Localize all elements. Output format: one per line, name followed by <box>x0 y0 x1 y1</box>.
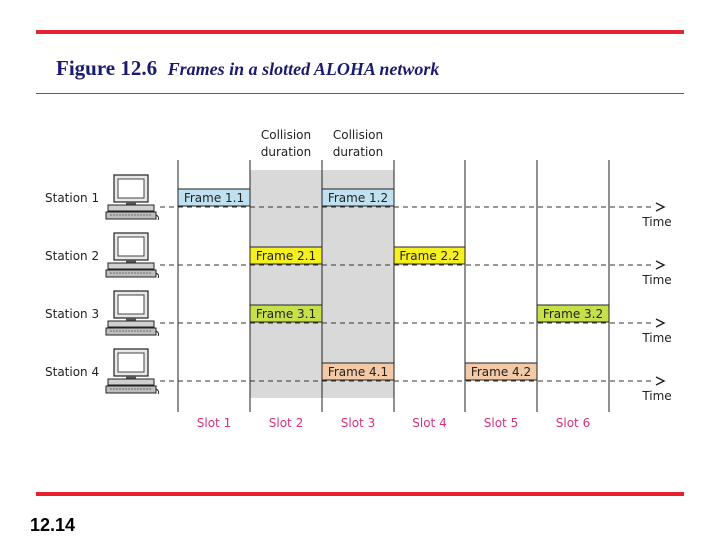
slot-label-1: Slot 1 <box>197 416 231 430</box>
frame-label-3: Frame 2.1 <box>256 249 316 263</box>
figure-label: Figure 12.6 <box>56 56 158 80</box>
collision-label-2-line1: Collision <box>333 128 383 142</box>
frame-box-1 <box>177 188 251 207</box>
collision-shade-1 <box>250 170 322 398</box>
frame-box-5 <box>249 304 323 323</box>
figure-caption: Frames in a slotted ALOHA network <box>167 59 440 79</box>
computer-icon <box>105 290 160 337</box>
slot-label-5: Slot 5 <box>484 416 518 430</box>
title-divider <box>36 93 684 94</box>
collision-shade-2 <box>322 170 394 398</box>
slot-label-2: Slot 2 <box>269 416 303 430</box>
frame-label-8: Frame 4.2 <box>471 365 531 379</box>
collision-label-1-line1: Collision <box>261 128 311 142</box>
frame-box-7 <box>321 362 395 381</box>
frame-label-4: Frame 2.2 <box>399 249 459 263</box>
timeline-arrow-icon <box>655 376 666 386</box>
frame-box-3 <box>249 246 323 265</box>
frame-box-8 <box>464 362 538 381</box>
timeline-arrow-icon <box>655 260 666 270</box>
frame-box-4 <box>393 246 466 265</box>
frame-label-1: Frame 1.1 <box>184 191 244 205</box>
timeline-arrow-icon <box>655 202 666 212</box>
time-label-3: Time <box>641 331 671 345</box>
computer-icon <box>105 174 160 221</box>
station-name-1: Station 1 <box>45 191 99 205</box>
top-accent-bar <box>36 30 684 34</box>
frame-label-6: Frame 3.2 <box>543 307 603 321</box>
time-label-4: Time <box>641 389 671 403</box>
station-name-2: Station 2 <box>45 249 99 263</box>
collision-label-1-line2: duration <box>261 145 312 159</box>
timeline-arrow-icon <box>655 318 666 328</box>
station-name-4: Station 4 <box>45 365 99 379</box>
frame-label-5: Frame 3.1 <box>256 307 316 321</box>
figure-title: Figure 12.6 Frames in a slotted ALOHA ne… <box>56 56 439 81</box>
computer-icon <box>105 348 160 395</box>
station-name-3: Station 3 <box>45 307 99 321</box>
time-label-1: Time <box>641 215 671 229</box>
slot-label-6: Slot 6 <box>556 416 590 430</box>
frame-label-7: Frame 4.1 <box>328 365 388 379</box>
frame-label-2: Frame 1.2 <box>328 191 388 205</box>
page-number: 12.14 <box>30 515 76 535</box>
frame-box-6 <box>536 304 610 323</box>
bottom-accent-bar <box>36 492 684 496</box>
collision-label-2-line2: duration <box>333 145 384 159</box>
slot-label-3: Slot 3 <box>341 416 375 430</box>
computer-icon <box>105 232 160 279</box>
slot-label-4: Slot 4 <box>412 416 446 430</box>
time-label-2: Time <box>641 273 671 287</box>
frame-box-2 <box>321 188 395 207</box>
